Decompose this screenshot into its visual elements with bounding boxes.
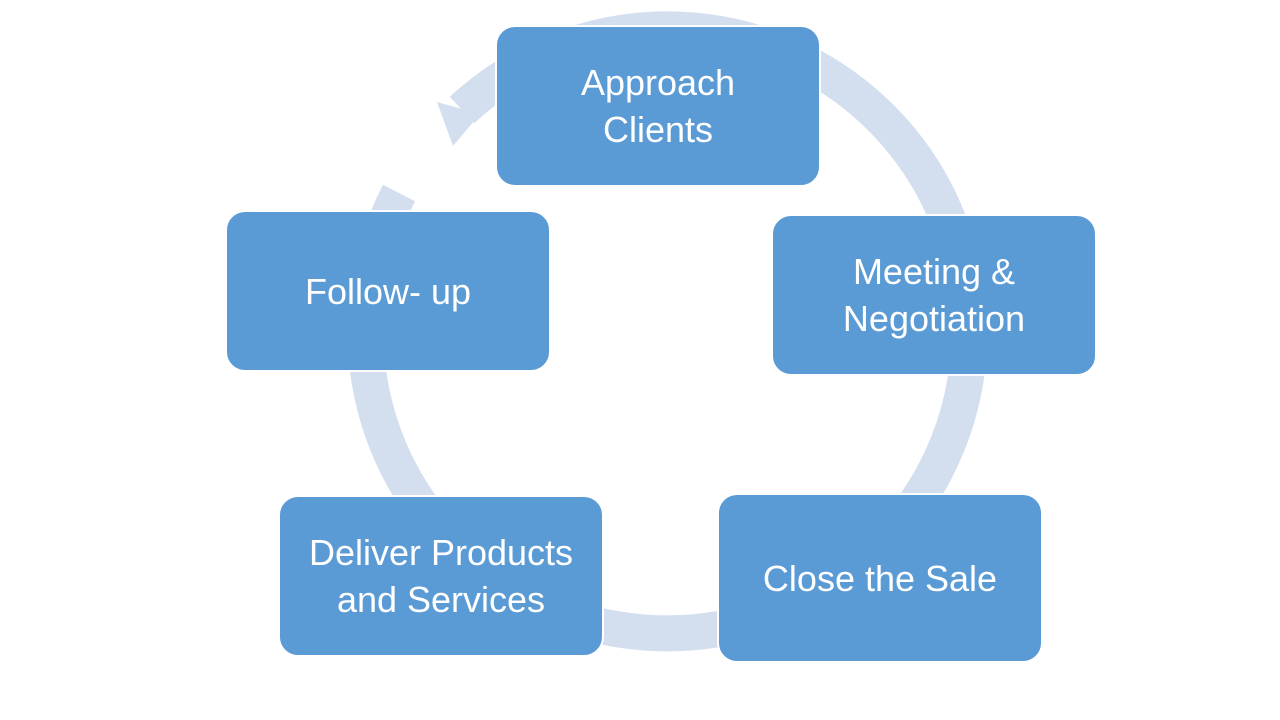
step-label: Meeting & Negotiation <box>842 251 1026 339</box>
step-deliver-products-services: Deliver Products and Services <box>278 495 604 657</box>
step-label: Follow- up <box>304 270 472 312</box>
step-label: Approach Clients <box>580 62 736 150</box>
step-label: Deliver Products and Services <box>308 532 574 620</box>
step-meeting-negotiation: Meeting & Negotiation <box>771 214 1097 376</box>
step-follow-up: Follow- up <box>225 210 551 372</box>
step-approach-clients: Approach Clients <box>495 25 821 187</box>
step-close-the-sale: Close the Sale <box>717 493 1043 663</box>
step-label: Close the Sale <box>762 557 998 599</box>
cycle-arrowhead-icon <box>437 102 480 146</box>
